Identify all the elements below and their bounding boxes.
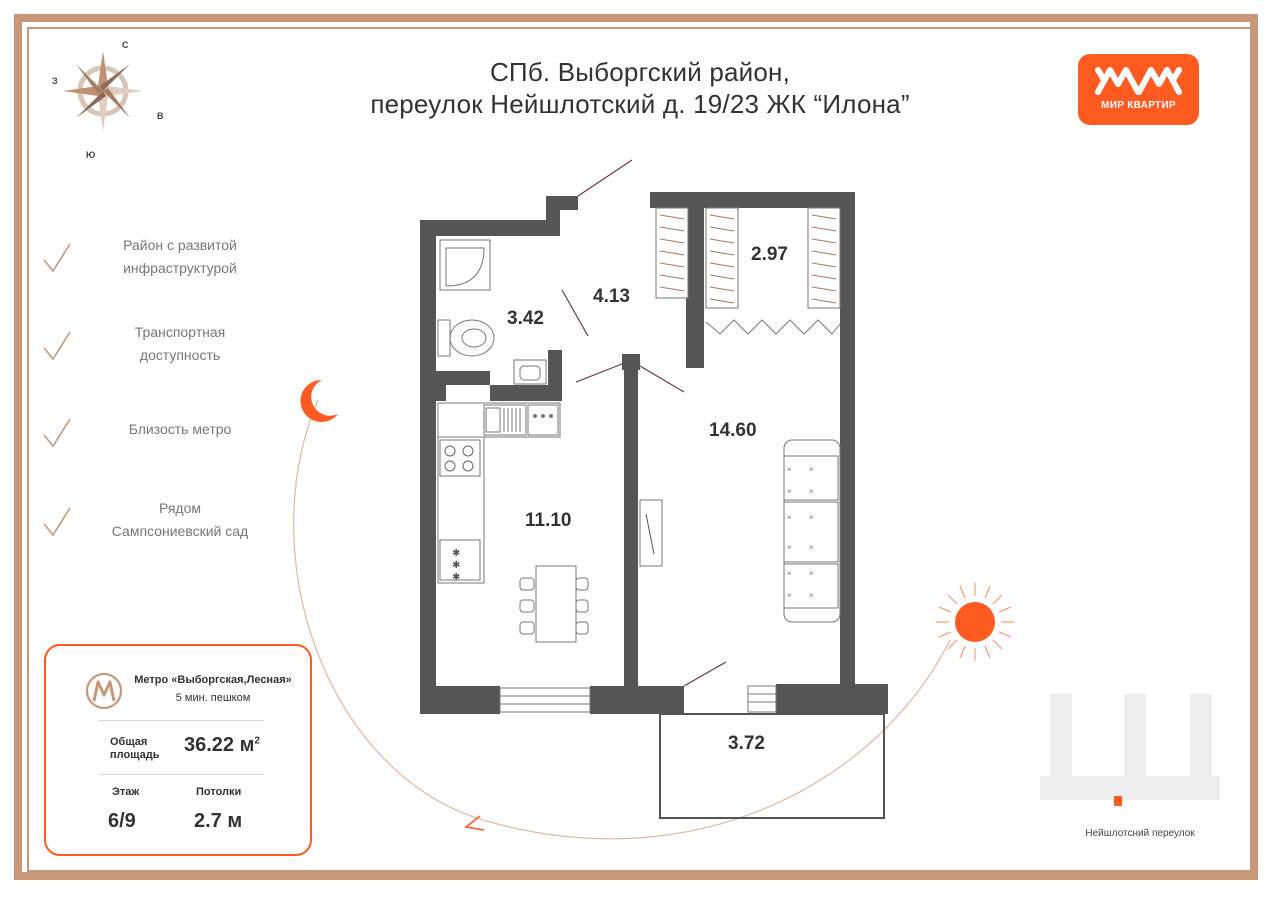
room-kitchen-area: 11.10 <box>525 510 572 531</box>
room-living-area: 14.60 <box>709 420 757 441</box>
check-icon <box>43 243 71 273</box>
oven-icon: ✱✱✱ <box>452 548 460 583</box>
svg-text:✱: ✱ <box>452 548 460 559</box>
folding-door <box>705 319 841 335</box>
sink <box>513 359 547 385</box>
divider <box>98 774 264 775</box>
door-lines <box>561 159 727 687</box>
apartment-info-card: Метро «Выборгская,Лесная» 5 мин. пешком … <box>44 644 312 856</box>
walls <box>420 192 888 714</box>
floor-value: 6/9 <box>108 810 136 832</box>
svg-text:×: × <box>787 513 792 522</box>
sun-path-arc <box>293 399 951 840</box>
logo-text: МИР КВАРТИР <box>1101 100 1176 111</box>
compass-west-label: З <box>52 76 58 86</box>
feature-transport: Транспортная доступность <box>134 324 226 363</box>
total-area-label: Общая площадь <box>110 736 160 761</box>
balcony-window <box>747 685 777 713</box>
svg-text:×: × <box>809 591 814 600</box>
outer-frame <box>14 14 1258 880</box>
wardrobe-hangers <box>659 214 837 304</box>
room-hallway-area: 4.13 <box>593 286 630 307</box>
sun-path-arrow-icon <box>464 815 485 831</box>
check-icon <box>43 418 71 448</box>
room-bathroom-area: 3.42 <box>507 308 544 329</box>
svg-text:×: × <box>809 543 814 552</box>
kitchen-counter <box>437 402 561 584</box>
divider <box>98 720 264 721</box>
svg-text:×: × <box>809 569 814 578</box>
dining-table <box>519 565 589 643</box>
building-watermark <box>1040 694 1220 800</box>
compass-south-label: Ю <box>86 150 96 160</box>
svg-text:×: × <box>809 487 814 496</box>
fridge <box>485 407 521 433</box>
street-label: Нейшлотсний переулок <box>1085 828 1195 839</box>
room-balcony-area: 3.72 <box>728 733 765 754</box>
stove <box>444 445 474 472</box>
balcony-outline <box>659 713 885 819</box>
svg-text:×: × <box>809 465 814 474</box>
svg-text:×: × <box>787 543 792 552</box>
room-closet-area: 2.97 <box>751 244 788 265</box>
logo-mark-icon <box>1095 67 1182 95</box>
ceiling-label: Потолки <box>196 786 242 798</box>
compass-rose-icon <box>63 51 143 131</box>
toilet <box>437 319 495 357</box>
svg-text:×: × <box>787 487 792 496</box>
window <box>499 687 591 713</box>
shower-cabin <box>439 239 491 291</box>
svg-text:×: × <box>809 513 814 522</box>
building-location-marker <box>1114 796 1122 806</box>
title-line-1: СПб. Выборгский район, <box>489 57 791 87</box>
wardrobe <box>655 207 841 309</box>
svg-text:✱: ✱ <box>452 560 460 571</box>
metro-station-name: Метро «Выборгская,Лесная» <box>134 674 292 686</box>
brand-logo: МИР КВАРТИР <box>1078 54 1199 125</box>
sofa-cushion-marks: × × × × × × × × × × × × <box>787 465 814 600</box>
check-icon <box>43 331 71 361</box>
sofa <box>783 439 841 623</box>
svg-text:✱: ✱ <box>452 572 460 583</box>
page-title: СПб. Выборгский район, переулок Нейшлотс… <box>300 56 980 120</box>
check-icon <box>43 507 71 537</box>
svg-text:×: × <box>787 569 792 578</box>
feature-infrastructure: Район с развитой инфраструктурой <box>123 237 237 276</box>
total-area-value: 36.22 м2 <box>184 734 260 756</box>
sink-drops-icon <box>533 414 553 418</box>
metro-icon <box>85 672 123 710</box>
tv-stand <box>639 499 663 567</box>
svg-text:×: × <box>787 465 792 474</box>
metro-walk-time: 5 мин. пешком <box>175 692 251 704</box>
compass-north-label: С <box>122 40 129 50</box>
moon-icon <box>300 379 338 422</box>
floor-label: Этаж <box>112 786 140 798</box>
feature-garden: Рядом Сампсониевский сад <box>111 500 249 539</box>
feature-metro: Близость метро <box>128 421 232 437</box>
svg-text:×: × <box>787 591 792 600</box>
ceiling-value: 2.7 м <box>194 810 243 832</box>
sun-icon <box>936 583 1014 661</box>
title-line-2: переулок Нейшлотский д. 19/23 ЖК “Илона” <box>370 89 910 119</box>
inner-frame <box>27 27 1253 872</box>
compass-east-label: В <box>157 111 164 121</box>
